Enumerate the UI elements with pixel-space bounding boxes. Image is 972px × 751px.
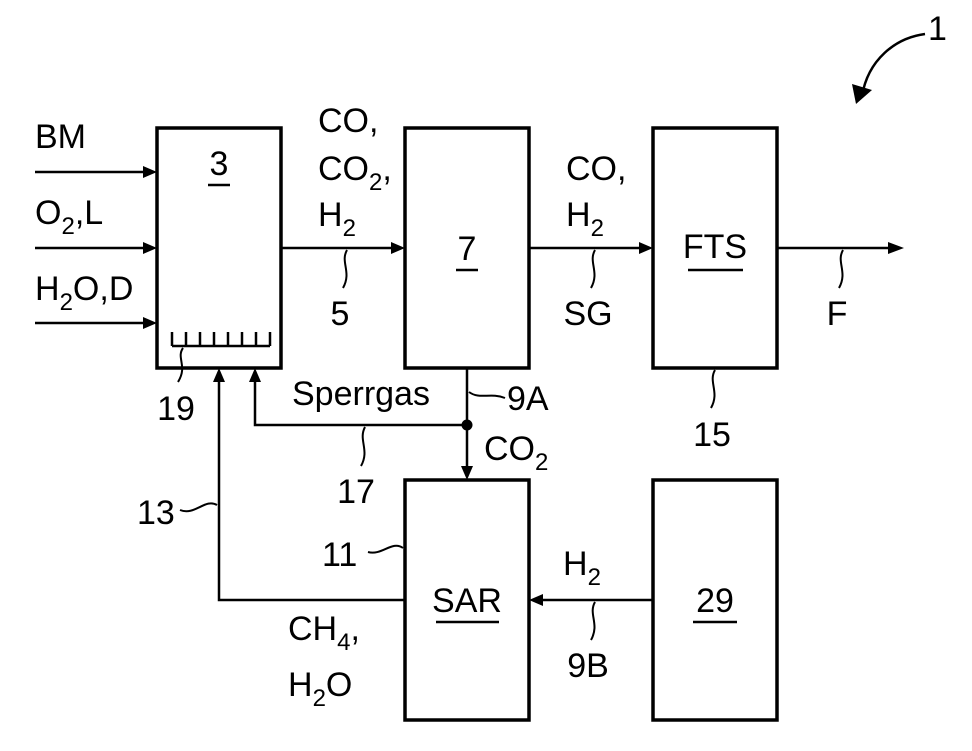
fts-label: FTS: [683, 228, 747, 266]
methane-line1-main: CH: [288, 610, 337, 648]
sar-label: SAR: [432, 582, 502, 620]
gasifier-label: 3: [210, 145, 229, 183]
input-o2-sub: 2: [61, 213, 74, 240]
ref-sg-leader: [591, 250, 595, 288]
input-o2-arrowhead: [143, 242, 157, 254]
h2-feed-arrowhead: [529, 594, 543, 606]
ref-19: 19: [157, 390, 195, 428]
gas-out-line3: H2: [318, 196, 356, 242]
ref-17-leader: [361, 427, 365, 466]
co2-label: CO2: [484, 430, 548, 476]
input-bm-arrowhead: [143, 166, 157, 178]
gas-out-line2-main: CO: [318, 150, 369, 188]
reactor-label: 7: [458, 230, 477, 268]
ref-11-leader: [368, 546, 403, 553]
input-h2o-tail: O,D: [73, 270, 133, 308]
ref-9b-leader: [591, 602, 595, 640]
co2-main: CO: [484, 430, 535, 468]
methane-line2-tail: O: [326, 666, 352, 704]
methane-line1-sub: 4: [337, 629, 350, 656]
syngas-line2-main: H: [566, 196, 591, 234]
input-o2-main: O: [35, 194, 61, 232]
methane-return-arrowhead: [213, 368, 225, 382]
methane-line2: H2O: [288, 666, 352, 712]
gas-out-line2-tail: ,: [382, 150, 391, 188]
ref-5: 5: [331, 295, 350, 333]
gas-out-line1: CO,: [318, 102, 378, 140]
ref-17: 17: [337, 473, 375, 511]
ref-f-leader: [839, 250, 843, 288]
syngas-line2-sub: 2: [591, 215, 604, 242]
input-h2o-sub: 2: [60, 289, 73, 316]
input-bm-label: BM: [35, 118, 86, 156]
ref-9a: 9A: [507, 380, 549, 418]
ref-5-leader: [343, 250, 347, 288]
methane-return-line: [219, 380, 405, 600]
methane-line2-sub: 2: [313, 685, 326, 712]
ref-13-leader: [180, 503, 217, 511]
figure-pointer-arrowhead: [852, 84, 872, 104]
syngas-line2: H2: [566, 196, 604, 242]
ref-15: 15: [693, 416, 731, 454]
syngas-arrowhead: [639, 242, 653, 254]
ref-sg: SG: [563, 295, 612, 333]
sperrgas-arrowhead: [249, 368, 261, 382]
input-h2o-main: H: [35, 270, 60, 308]
gas-out-line2-sub: 2: [369, 169, 382, 196]
input-h2o-arrowhead: [143, 317, 157, 329]
input-h2o-label: H2O,D: [35, 270, 133, 316]
ref-9b: 9B: [567, 647, 609, 685]
syngas-line1: CO,: [566, 150, 626, 188]
product-arrowhead: [888, 242, 904, 254]
electrolyzer-label: 29: [696, 582, 734, 620]
h2-feed-sub: 2: [588, 564, 601, 591]
ref-15-leader: [711, 370, 715, 408]
sperrgas-label: Sperrgas: [292, 375, 430, 413]
gas-out-line2: CO2,: [318, 150, 392, 196]
figure-pointer-line: [862, 34, 925, 96]
methane-line2-main: H: [288, 666, 313, 704]
methane-line1-tail: ,: [350, 610, 359, 648]
ref-f: F: [827, 295, 848, 333]
figure-number: 1: [928, 10, 947, 48]
co2-arrowhead: [461, 466, 473, 480]
co2-sub: 2: [535, 449, 548, 476]
h2-feed-main: H: [563, 545, 588, 583]
gas-out-arrowhead: [391, 242, 405, 254]
ref-9a-leader: [469, 392, 505, 398]
h2-feed-label: H2: [563, 545, 601, 591]
ref-11: 11: [322, 536, 357, 574]
ref-13: 13: [137, 494, 175, 532]
gas-out-line3-main: H: [318, 196, 343, 234]
input-o2-label: O2,L: [35, 194, 103, 240]
methane-line1: CH4,: [288, 610, 360, 656]
input-o2-tail: ,L: [75, 194, 103, 232]
gas-out-line3-sub: 2: [343, 215, 356, 242]
